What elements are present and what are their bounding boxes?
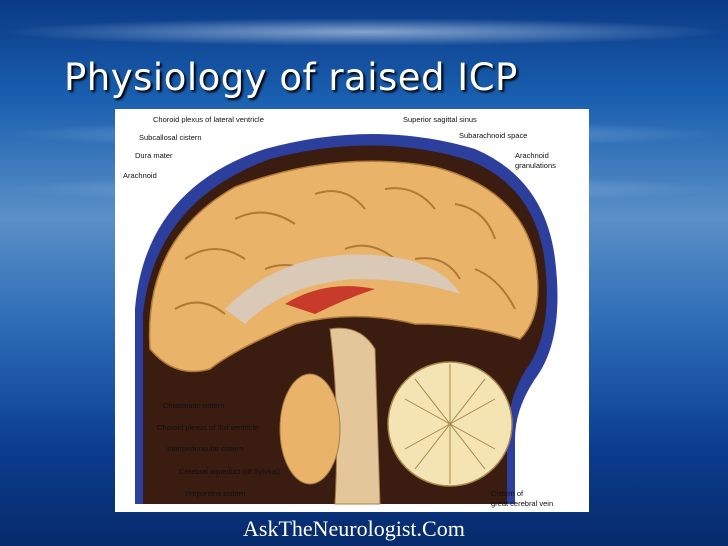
- cerebellum-folia: [404, 364, 496, 484]
- slide-title: Physiology of raised ICP: [64, 56, 518, 99]
- choroid-plexus-shape: [285, 286, 375, 314]
- label-subcallosal-cistern: Subcallosal cistern: [139, 133, 202, 142]
- label-chiasmatic-cistern: Chiasmatic cistern: [163, 401, 225, 410]
- pons-shape: [279, 373, 341, 485]
- label-subarachnoid-space: Subarachnoid space: [459, 131, 528, 140]
- label-choroid-plexus-3rd: Choroid plexus of 3rd ventricle: [157, 423, 259, 432]
- label-arachnoid: Arachnoid: [123, 171, 157, 180]
- brainstem-shape: [329, 327, 381, 505]
- label-superior-sagittal-sinus: Superior sagittal sinus: [403, 115, 477, 124]
- label-interpeduncular-cistern: Interpeduncular cistern: [167, 444, 244, 453]
- lateral-ventricle-shape: [225, 254, 460, 324]
- brain-sagittal-illustration: [135, 134, 558, 505]
- label-cistern-great-vein-line1: Cistern of: [491, 489, 524, 498]
- slide-footer-source: AskTheNeurologist.Com: [243, 516, 465, 541]
- label-prepontine-cistern: Prepontine cistern: [185, 489, 246, 498]
- gyri-lines: [174, 187, 516, 315]
- label-cerebral-aqueduct: Cerebral aqueduct (of Sylvius): [179, 467, 280, 476]
- label-cistern-great-vein-line2: great cerebral vein: [491, 499, 554, 508]
- label-dura-mater: Dura mater: [135, 151, 173, 160]
- label-choroid-plexus-lateral: Choroid plexus of lateral ventricle: [153, 115, 264, 124]
- brain-csf-diagram: Choroid plexus of lateral ventricle Supe…: [115, 109, 589, 512]
- label-arachnoid-granulations-line1: Arachnoid: [515, 151, 549, 160]
- sky-cloud-streak: [0, 18, 728, 46]
- label-arachnoid-granulations-line2: granulations: [515, 161, 556, 170]
